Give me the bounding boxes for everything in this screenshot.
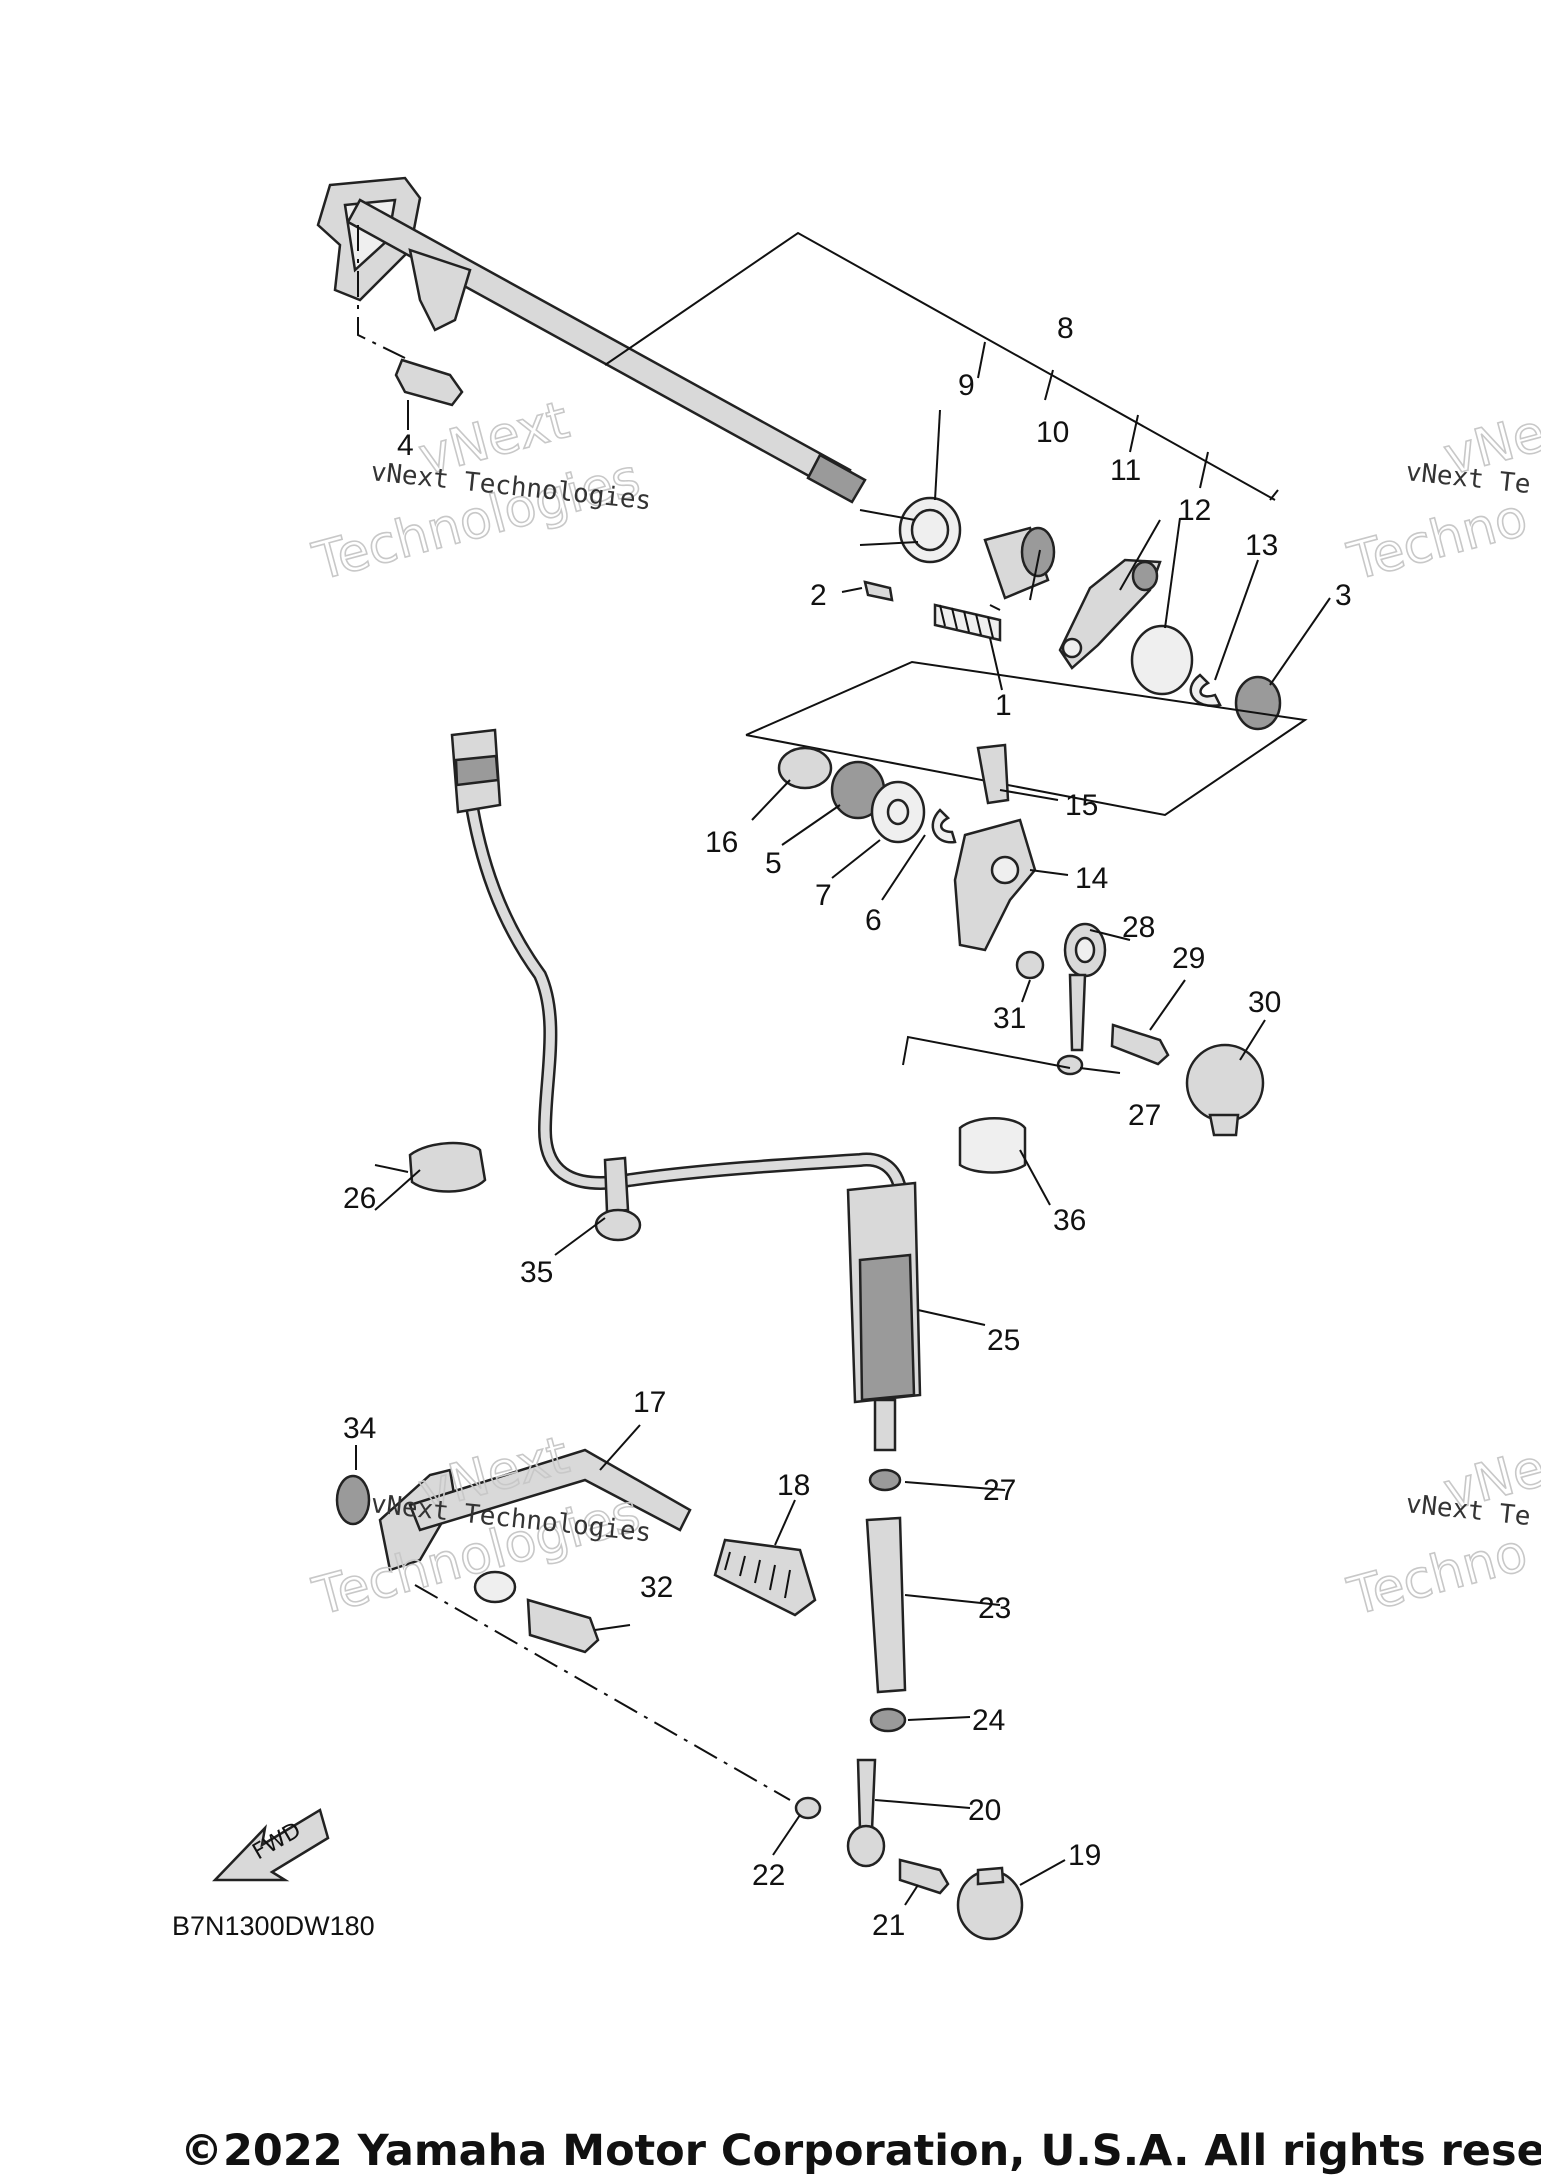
callout-16: 16 bbox=[705, 826, 738, 859]
fwd-arrow-icon: FWD bbox=[212, 1808, 330, 1882]
bolt-2 bbox=[863, 580, 894, 602]
nut-27-lower bbox=[868, 1468, 902, 1492]
callout-28: 28 bbox=[1122, 911, 1155, 944]
rod-end-28 bbox=[1063, 922, 1107, 1052]
watermark-top-left: vNext Technologies vNext Technologies bbox=[306, 389, 653, 593]
copyright-notice: ©2022 Yamaha Motor Corporation, U.S.A. A… bbox=[180, 2126, 1541, 2176]
collar-10 bbox=[983, 526, 1056, 600]
callout-10: 10 bbox=[1036, 416, 1069, 449]
callout-36: 36 bbox=[1053, 1204, 1086, 1237]
callout-11: 11 bbox=[1110, 454, 1141, 487]
rod-end-20 bbox=[846, 1758, 886, 1868]
callout-9: 9 bbox=[958, 369, 975, 402]
pedal-rubber-18 bbox=[713, 1538, 817, 1617]
circlip-3 bbox=[1234, 675, 1282, 731]
washer-34 bbox=[335, 1474, 371, 1526]
callout-26: 26 bbox=[343, 1182, 376, 1215]
nut-24 bbox=[869, 1707, 907, 1733]
clamp-35 bbox=[594, 1156, 642, 1242]
callout-6: 6 bbox=[865, 904, 882, 937]
bolt-32 bbox=[526, 1598, 600, 1654]
circlip-13 bbox=[1189, 673, 1222, 708]
callout-20: 20 bbox=[968, 1794, 1001, 1827]
svg-text:Techno: Techno bbox=[1342, 488, 1534, 593]
diagram-code: B7N1300DW180 bbox=[172, 1911, 375, 1941]
rod-23 bbox=[865, 1516, 907, 1694]
callout-2: 2 bbox=[810, 579, 827, 612]
callout-35: 35 bbox=[520, 1256, 553, 1289]
callout-14: 14 bbox=[1075, 862, 1108, 895]
nut-27-upper bbox=[1056, 1054, 1084, 1076]
callout-13: 13 bbox=[1245, 529, 1278, 562]
o-ring bbox=[473, 1570, 517, 1604]
callout-23: 23 bbox=[978, 1592, 1011, 1625]
callout-17: 17 bbox=[633, 1386, 666, 1419]
leader-lines bbox=[355, 400, 1331, 1906]
clip-6 bbox=[931, 808, 957, 844]
bearing-16 bbox=[777, 746, 833, 790]
callout-12: 12 bbox=[1178, 494, 1211, 527]
callout-4: 4 bbox=[397, 429, 414, 462]
callout-31: 31 bbox=[993, 1002, 1026, 1035]
knob-30 bbox=[1185, 1043, 1265, 1137]
callout-30: 30 bbox=[1248, 986, 1281, 1019]
connector bbox=[450, 728, 502, 814]
callout-19: 19 bbox=[1068, 1839, 1101, 1872]
spring-1 bbox=[933, 603, 1002, 642]
callout-8: 8 bbox=[1057, 312, 1074, 345]
shift-shaft bbox=[316, 176, 867, 504]
watermark-bottom-right: vNe Techno vNext Te bbox=[1341, 1437, 1541, 1628]
pin-4 bbox=[394, 358, 464, 407]
nut-31 bbox=[1015, 950, 1045, 980]
callout-21: 21 bbox=[872, 1909, 905, 1942]
callout-18: 18 bbox=[777, 1469, 810, 1502]
callout-15: 15 bbox=[1065, 789, 1098, 822]
band-26 bbox=[408, 1141, 487, 1193]
callout-29: 29 bbox=[1172, 942, 1205, 975]
bolt-15 bbox=[976, 743, 1010, 805]
callout-24: 24 bbox=[972, 1704, 1005, 1737]
callout-32: 32 bbox=[640, 1571, 673, 1604]
callout-1: 1 bbox=[995, 689, 1012, 722]
nut-22 bbox=[794, 1796, 822, 1820]
callout-3: 3 bbox=[1335, 579, 1352, 612]
pedal-17 bbox=[378, 1448, 692, 1572]
callout-27-lower: 27 bbox=[983, 1474, 1016, 1507]
knob-19 bbox=[956, 1866, 1024, 1941]
actuator-25 bbox=[846, 1181, 922, 1452]
lever-14 bbox=[953, 818, 1037, 952]
callout-34: 34 bbox=[343, 1412, 376, 1445]
svg-text:Techno: Techno bbox=[1342, 1523, 1534, 1628]
callout-25: 25 bbox=[987, 1324, 1020, 1357]
bolt-21 bbox=[898, 1858, 950, 1895]
band-36 bbox=[958, 1117, 1027, 1174]
watermark-top-right: vNe Techno vNext Te bbox=[1341, 402, 1541, 593]
spring-9 bbox=[859, 496, 962, 564]
lever-11 bbox=[1058, 558, 1162, 670]
callout-7: 7 bbox=[815, 879, 832, 912]
bolt-29 bbox=[1110, 1023, 1170, 1066]
callout-numbers: 1 2 3 4 5 6 7 8 9 10 11 12 13 14 15 16 1… bbox=[343, 312, 1352, 1942]
callout-5: 5 bbox=[765, 847, 782, 880]
callout-27-upper: 27 bbox=[1128, 1099, 1161, 1132]
callout-22: 22 bbox=[752, 1859, 785, 1892]
washer-12 bbox=[1130, 624, 1194, 696]
